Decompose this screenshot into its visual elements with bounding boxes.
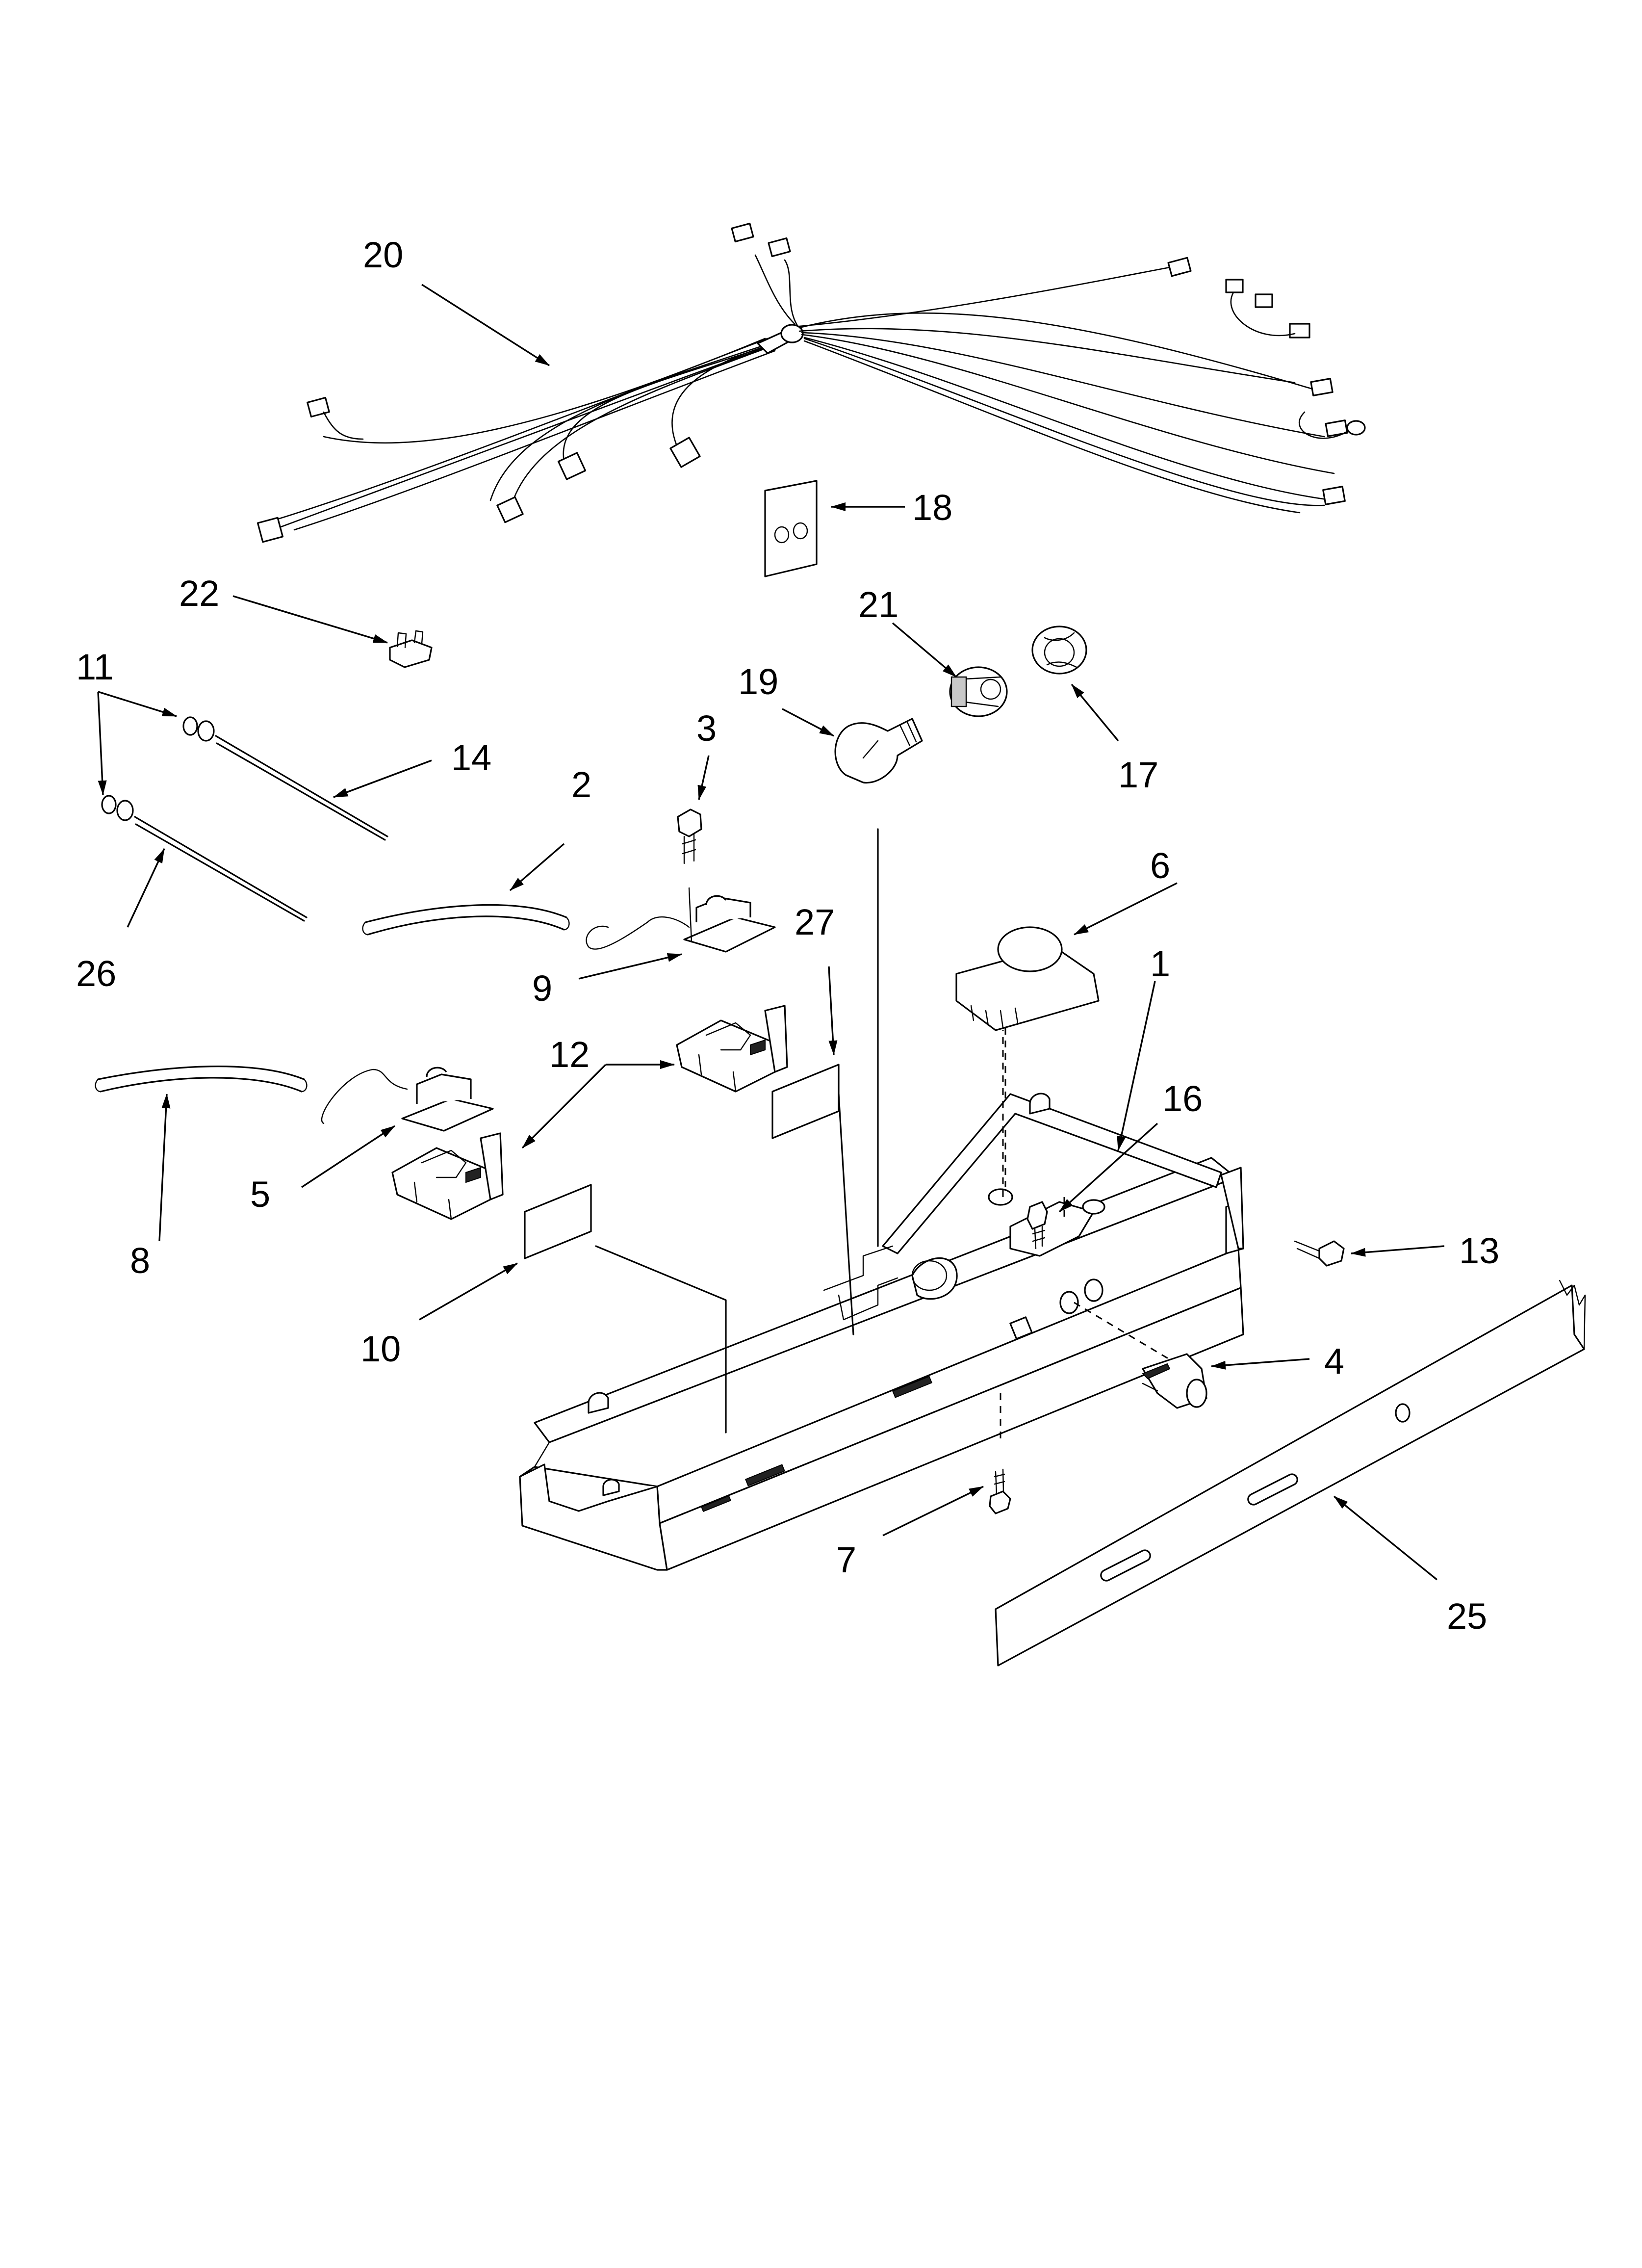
label-27-lead: [838, 1093, 854, 1335]
callout-7: 7: [836, 1539, 856, 1580]
callout-22: 22: [179, 573, 219, 614]
callout-21: 21: [858, 584, 898, 625]
callout-11: 11: [76, 647, 114, 687]
callout-12: 12: [549, 1034, 590, 1075]
part-3-screw: [677, 808, 702, 864]
part-17-socket-ring: [1031, 626, 1087, 675]
part-19-bulb: [834, 718, 923, 784]
callout-27: 27: [795, 902, 835, 942]
callout-17: 17: [1118, 755, 1158, 795]
part-12-bracket-lower: [391, 1132, 504, 1220]
callout-2: 2: [571, 764, 591, 805]
callout-20: 20: [363, 235, 403, 275]
callout-18: 18: [912, 487, 952, 528]
callout-9: 9: [532, 968, 552, 1009]
part-18-plate: [764, 480, 818, 577]
part-6-timer: [955, 926, 1100, 1187]
part-14-rod: [182, 716, 388, 841]
callout-labels: 20 18 22 21 11 19 3 14 17 2 6 27 26 9 1 …: [76, 235, 1499, 1637]
callout-6: 6: [1150, 845, 1170, 886]
callout-19: 19: [738, 661, 778, 702]
callout-8: 8: [130, 1240, 150, 1281]
part-8-tube: [95, 1066, 308, 1093]
callout-25: 25: [1447, 1596, 1487, 1637]
callout-26: 26: [76, 953, 116, 994]
callout-13: 13: [1459, 1230, 1499, 1271]
callout-4: 4: [1324, 1341, 1344, 1382]
part-21-socket: [949, 666, 1008, 717]
part-27-label: [771, 1064, 840, 1139]
callout-10: 10: [360, 1329, 401, 1369]
part-7-screw: [989, 1468, 1011, 1514]
label-10-lead: [595, 1245, 727, 1434]
part-5-switch: [321, 1067, 494, 1132]
part-10-label: [524, 1184, 592, 1259]
part-13-screw: [1294, 1240, 1345, 1267]
callout-1: 1: [1150, 943, 1170, 984]
part-9-switch: [586, 887, 776, 953]
callout-16: 16: [1162, 1078, 1203, 1119]
part-16-screw: [1026, 1201, 1048, 1250]
part-2-tube: [362, 904, 570, 936]
part-25-panel: [995, 1279, 1586, 1667]
leader-lines: [97, 284, 1445, 1581]
part-4-switch: [1142, 1353, 1207, 1409]
wire-harness: [257, 222, 1366, 543]
part-26-rod: [101, 795, 308, 922]
part-12-bracket-upper: [676, 1005, 788, 1093]
callout-5: 5: [250, 1174, 270, 1215]
callout-3: 3: [696, 708, 717, 749]
part-22-clip: [389, 630, 433, 668]
callout-14: 14: [451, 737, 491, 778]
part-1-housing: [519, 1030, 1244, 1571]
